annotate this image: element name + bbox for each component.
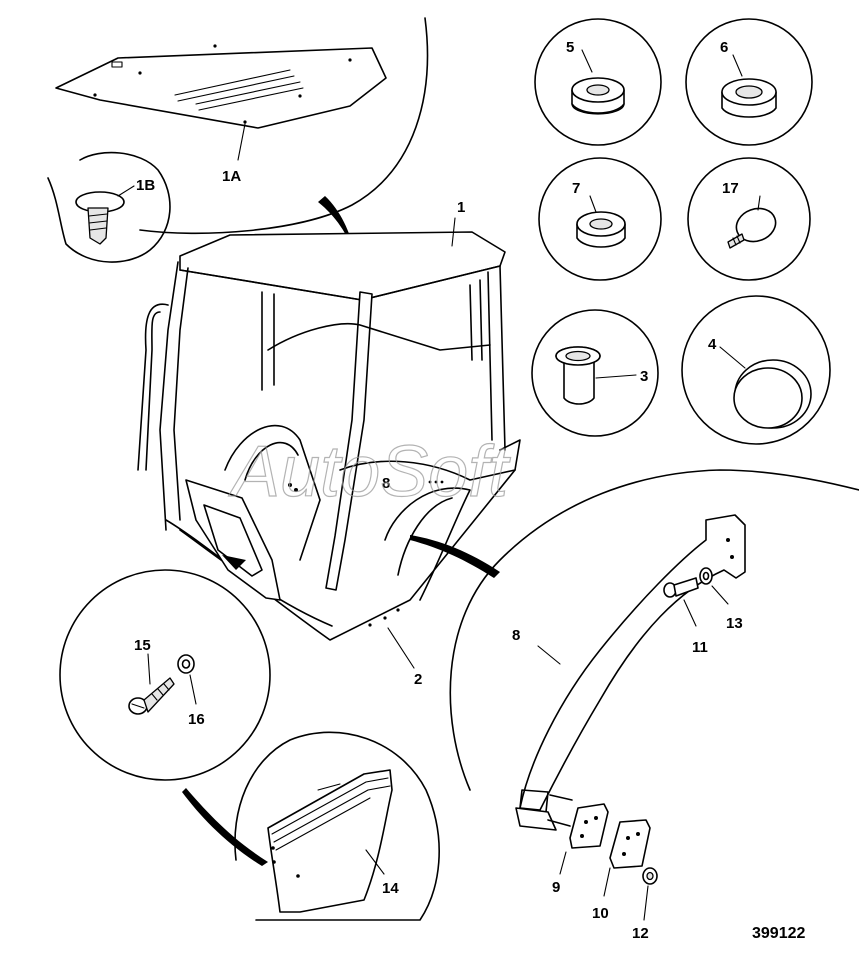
fender-bracket-detail: 8 11 13 9 10 12 (449, 469, 859, 942)
leader-1a (237, 123, 246, 161)
cap-4-detail: 4 (681, 295, 831, 445)
drawing-reference-number: 399122 (752, 925, 805, 942)
leader-10 (603, 867, 611, 897)
leader-14 (365, 849, 385, 875)
callout-9: 9 (552, 879, 560, 896)
roof-liner-detail: 1A (55, 17, 429, 262)
leader-11 (683, 599, 697, 627)
callout-17: 17 (722, 180, 739, 197)
grommet-7-detail: 7 (538, 157, 662, 281)
trim-panel-14 (267, 769, 393, 913)
callout-15: 15 (134, 637, 151, 654)
leader-1 (451, 217, 456, 247)
callout-1a: 1A (222, 168, 241, 185)
screw-1b-detail: 1B (47, 151, 171, 263)
bush-3-detail: 3 (531, 309, 659, 437)
callout-7: 7 (572, 180, 580, 197)
leader-13 (711, 585, 729, 605)
leader-15 (147, 653, 151, 685)
callout-1b: 1B (136, 177, 155, 194)
callout-5: 5 (566, 39, 574, 56)
cab-frame-assembly: 1 2 8 (137, 199, 521, 688)
pointer-screw-wedge (182, 788, 268, 866)
leader-9 (559, 851, 567, 875)
callout-8-cab: 8 (382, 475, 390, 492)
leader-16 (189, 674, 197, 705)
pointer-roof-wedge (318, 196, 357, 262)
plug-17-detail: 17 (687, 157, 811, 281)
callout-13: 13 (726, 615, 743, 632)
leader-8-detail (537, 645, 561, 665)
detail-arc-fender (449, 469, 859, 791)
callout-10: 10 (592, 905, 609, 922)
callout-6: 6 (720, 39, 728, 56)
leader-2 (387, 627, 415, 669)
detail-circle-1b (47, 151, 171, 263)
callout-14: 14 (382, 880, 399, 897)
watermark: AutoSoft (228, 432, 511, 512)
leader-12 (643, 885, 649, 921)
callout-12: 12 (632, 925, 649, 942)
grommet-6-detail: 6 (685, 18, 813, 146)
grommet-5-detail: 5 (534, 18, 662, 146)
callout-4: 4 (708, 336, 717, 353)
pointer-fender-wedge (410, 535, 500, 578)
callout-3: 3 (640, 368, 648, 385)
cab-roof (179, 231, 506, 301)
plate-10 (609, 819, 651, 869)
callout-2: 2 (414, 671, 422, 688)
screw-washer-detail: 15 16 (59, 569, 271, 866)
trim-panel-14-detail: 14 (234, 731, 440, 921)
callout-16: 16 (188, 711, 205, 728)
roof-liner-panel (55, 47, 387, 129)
detail-arc-roof (139, 17, 429, 235)
detail-arc-panel (234, 731, 440, 921)
callout-11: 11 (692, 639, 708, 656)
callout-1: 1 (457, 199, 465, 216)
callout-8-detail: 8 (512, 627, 520, 644)
plate-9 (569, 803, 609, 849)
